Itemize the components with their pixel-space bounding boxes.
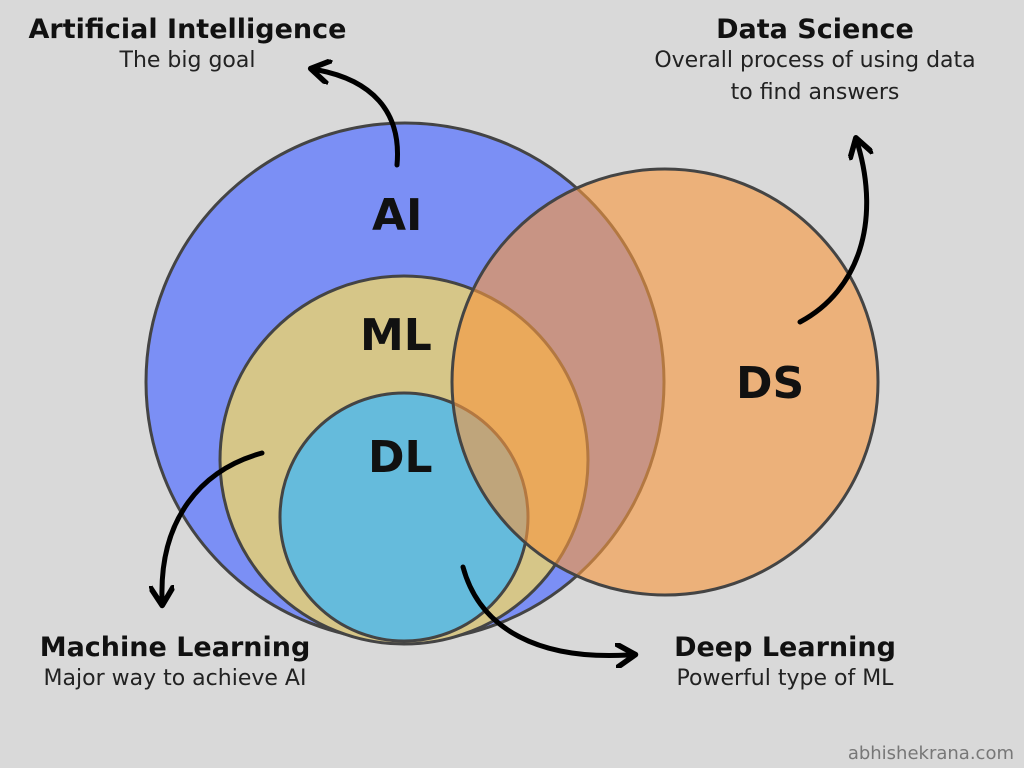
- ds-title: Data Science: [716, 14, 914, 45]
- dl-subtitle: Powerful type of ML: [676, 666, 894, 691]
- ai-arrow: [318, 70, 401, 168]
- ml-label: ML: [360, 310, 432, 361]
- ai-title: Artificial Intelligence: [28, 14, 347, 45]
- ml-caption: Machine Learning Major way to achieve AI: [15, 632, 335, 695]
- ds-caption: Data Science Overall process of using da…: [630, 14, 1000, 109]
- ds-subtitle: Overall process of using data to find an…: [654, 48, 976, 105]
- ai-caption: Artificial Intelligence The big goal: [20, 14, 355, 77]
- ds-label: DS: [736, 358, 805, 409]
- dl-arrow: [460, 564, 628, 656]
- dl-title: Deep Learning: [674, 632, 896, 663]
- dl-label: DL: [368, 432, 433, 483]
- ml-arrow: [162, 450, 265, 598]
- ml-subtitle: Major way to achieve AI: [43, 666, 307, 691]
- ds-circle: [450, 167, 880, 597]
- watermark: abhishekrana.com: [847, 743, 1014, 764]
- ml-title: Machine Learning: [39, 632, 311, 663]
- ai-label: AI: [372, 190, 423, 241]
- ds-arrow: [797, 145, 867, 325]
- dl-caption: Deep Learning Powerful type of ML: [640, 632, 930, 695]
- ai-subtitle: The big goal: [119, 48, 256, 73]
